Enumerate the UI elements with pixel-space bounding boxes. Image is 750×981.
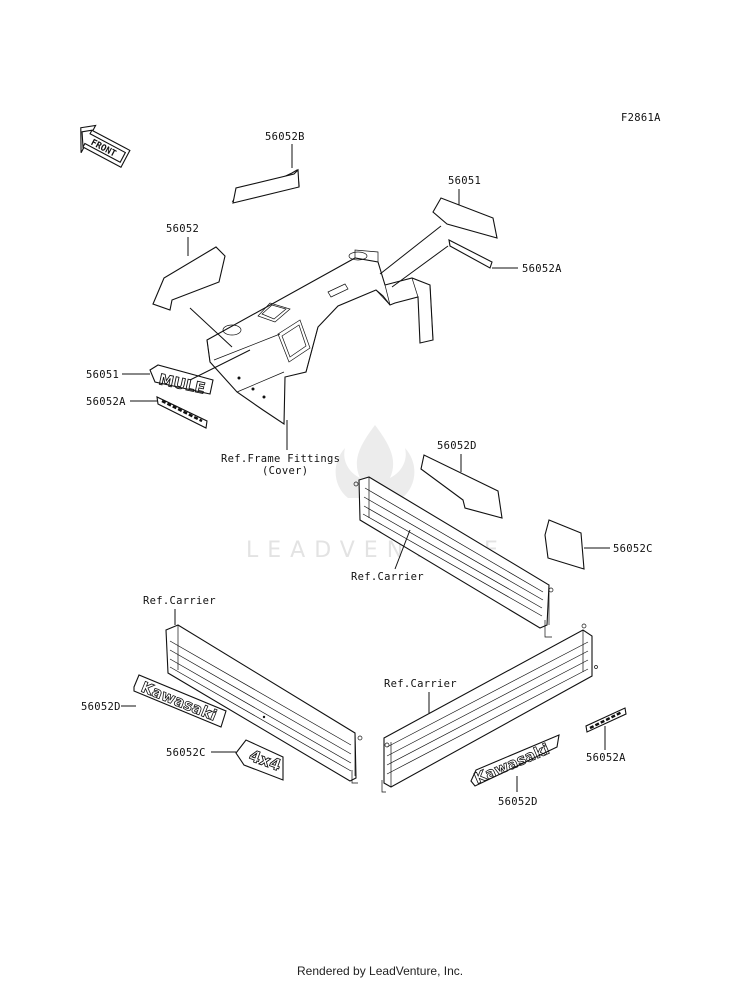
label-56052a-right: 56052A	[586, 752, 626, 764]
decal-56052a-right	[585, 707, 627, 733]
footer-credit: Rendered by LeadVenture, Inc.	[297, 964, 463, 978]
decal-56052a-top	[448, 239, 493, 269]
decal-kawasaki-right-text: Kawasaki	[472, 740, 553, 788]
carrier-gate-left	[165, 624, 363, 784]
label-56052d-bottom: 56052D	[498, 796, 538, 808]
watermark-flame-icon	[335, 425, 415, 498]
label-ref-frame-fittings: Ref.Frame Fittings	[221, 453, 340, 465]
label-ref-frame-cover: (Cover)	[262, 465, 308, 477]
front-arrow-icon: FRONT	[80, 124, 131, 168]
decal-56052	[152, 246, 226, 311]
carrier-gate-top	[353, 476, 554, 638]
decal-kawasaki-right	[470, 734, 560, 787]
decal-mule	[149, 364, 214, 395]
label-56052d-top: 56052D	[437, 440, 477, 452]
figure-id: F2861A	[621, 112, 661, 124]
label-56051-mule: 56051	[86, 369, 119, 381]
label-56052c-right: 56052C	[613, 543, 653, 555]
label-ref-carrier-3: Ref.Carrier	[384, 678, 457, 690]
rear-cover-part	[206, 249, 434, 426]
decal-56051-top	[432, 197, 498, 239]
decal-4x4	[235, 739, 284, 781]
decal-mule-text: MULE	[157, 370, 207, 397]
label-56052: 56052	[166, 223, 199, 235]
label-56052a-top: 56052A	[522, 263, 562, 275]
label-56052a-left: 56052A	[86, 396, 126, 408]
decal-kawasaki-left	[133, 674, 227, 728]
label-56052c-left: 56052C	[166, 747, 206, 759]
label-56052d-left: 56052D	[81, 701, 121, 713]
label-56052b: 56052B	[265, 131, 305, 143]
decal-56052b-shape	[232, 168, 300, 204]
carrier-gate-right	[381, 623, 598, 793]
decal-56052c-right	[544, 519, 585, 570]
label-56051-top: 56051	[448, 175, 481, 187]
label-ref-carrier-1: Ref.Carrier	[351, 571, 424, 583]
label-ref-carrier-2: Ref.Carrier	[143, 595, 216, 607]
decal-56052d-top	[420, 454, 503, 519]
